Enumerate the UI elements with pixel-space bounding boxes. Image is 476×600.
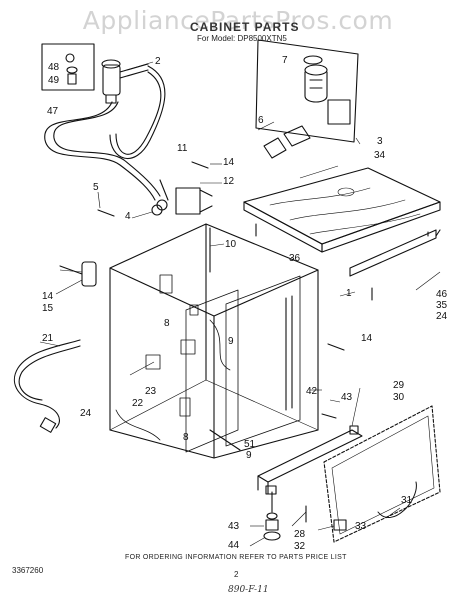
callout-4: 6 — [258, 115, 264, 126]
bracket-12 — [175, 187, 201, 215]
inset-box-pump — [255, 39, 359, 143]
callout-33: 32 — [294, 541, 306, 552]
ordering-note: FOR ORDERING INFORMATION REFER TO PARTS … — [125, 554, 347, 561]
document-number: 3367260 — [12, 566, 44, 575]
leveling-leg — [263, 491, 281, 541]
callout-30: 30 — [393, 392, 405, 403]
callout-23: 23 — [145, 386, 157, 397]
callout-49: 48 — [48, 62, 60, 73]
wood-top — [243, 167, 441, 245]
callout-14-left: 14 — [42, 291, 54, 302]
screw-5 — [97, 209, 115, 217]
callout-24-left: 24 — [80, 408, 92, 419]
callout-2: 2 — [155, 56, 161, 67]
front-panel — [323, 405, 441, 543]
callout-24-right: 24 — [436, 311, 448, 322]
callout-10: 10 — [225, 239, 237, 250]
watermark: AppliancePartsPros.com — [82, 6, 394, 35]
model-subtitle: For Model: DP8500XTN5 — [197, 34, 287, 43]
inset-box-valve — [41, 43, 95, 91]
callout-34: 34 — [374, 150, 386, 161]
callout-48: 47 — [47, 106, 59, 117]
callout-51: 51 — [244, 439, 256, 450]
drain-hose — [109, 65, 166, 159]
callout-5: 5 — [93, 182, 99, 193]
callout-9-upper: 9 — [228, 336, 234, 347]
callout-6: 4 — [125, 211, 131, 222]
callout-32: 33 — [355, 521, 367, 532]
callout-8-upper: 8 — [164, 318, 170, 329]
callout-11: 11 — [177, 143, 188, 154]
toe-kick-31 — [377, 481, 417, 519]
callout-28: 28 — [294, 529, 306, 540]
callout-1: 1 — [346, 288, 352, 299]
callout-21: 21 — [42, 333, 54, 344]
callout-43: 43 — [228, 521, 240, 532]
water-valve — [101, 59, 149, 104]
fill-hose — [44, 101, 156, 201]
callout-31: 31 — [401, 495, 413, 506]
side-rail — [349, 229, 437, 277]
callout-12: 12 — [223, 176, 235, 187]
cabinet-frame — [109, 223, 319, 459]
pump-assembly — [303, 55, 351, 125]
callout-47: 46 — [436, 289, 448, 300]
diagram-title: CABINET PARTS — [190, 20, 300, 34]
callout-35: 35 — [436, 300, 448, 311]
handwritten-note: 890-F-11 — [228, 585, 269, 595]
callout-3: 3 — [377, 136, 383, 147]
callout-36: 36 — [289, 253, 301, 264]
callout-8-lower: 8 — [183, 432, 189, 443]
callout-14-right: 14 — [361, 333, 373, 344]
callout-46: 43 — [341, 392, 353, 403]
callout-42: 42 — [306, 386, 318, 397]
fittings — [263, 125, 311, 159]
base-assembly — [257, 425, 363, 495]
clamp-6 — [151, 204, 163, 216]
callout-7: 7 — [282, 55, 288, 66]
page-number: 2 — [234, 570, 239, 579]
callout-44: 44 — [228, 540, 240, 551]
power-cord — [13, 339, 81, 429]
callout-14-top: 14 — [223, 157, 235, 168]
callout-15: 15 — [42, 303, 54, 314]
leveler-32 — [333, 519, 347, 531]
callout-50: 49 — [48, 75, 60, 86]
bracket-14-15 — [81, 261, 97, 287]
callout-9-lower: 9 — [246, 450, 252, 461]
callout-22: 22 — [132, 398, 144, 409]
callout-29: 29 — [393, 380, 405, 391]
